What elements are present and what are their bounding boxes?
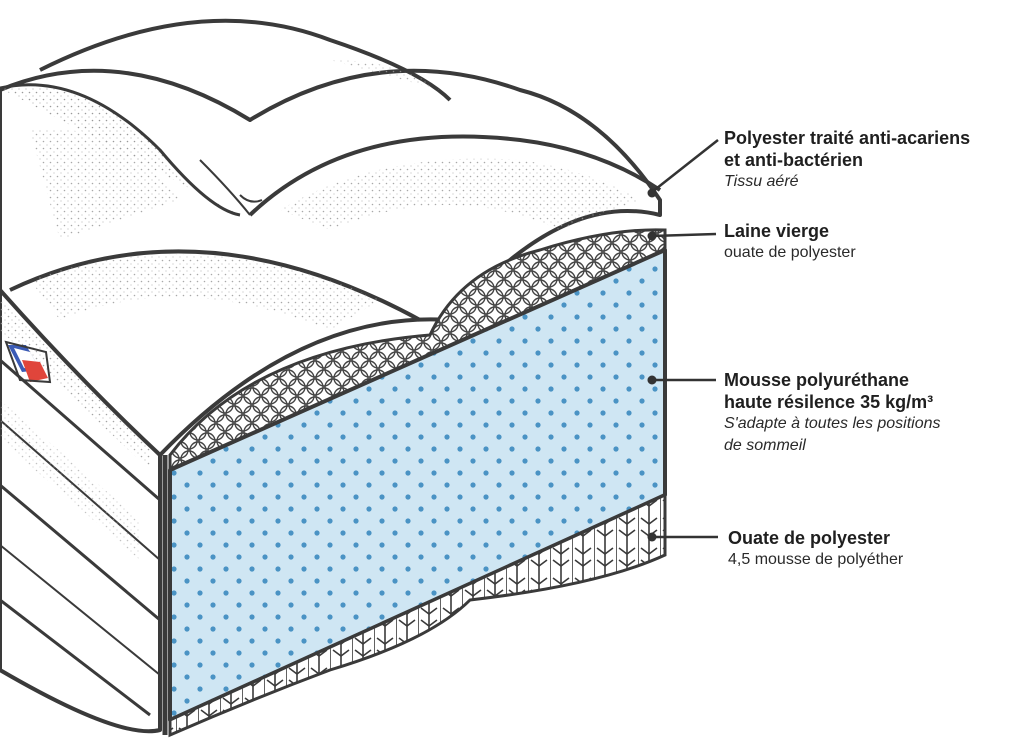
label-wool: Laine vierge ouate de polyester: [724, 220, 856, 264]
leader-dot-base: [647, 532, 657, 542]
leader-line-cover: [651, 139, 719, 193]
label-cover-title-1: Polyester traité anti-acariens: [724, 128, 971, 148]
label-base: Ouate de polyester 4,5 mousse de polyéth…: [728, 527, 903, 571]
base-layer: [168, 492, 667, 738]
label-foam-subtitle-1: S'adapte à toutes les positions: [724, 415, 941, 432]
label-cover: Polyester traité anti-acariens et anti-b…: [724, 127, 970, 193]
leader-dot-cover: [647, 188, 657, 198]
label-foam-title-2: haute résilence 35 kg/m³: [724, 392, 934, 412]
leader-dot-wool: [647, 231, 657, 241]
label-foam-title-1: Mousse polyuréthane: [724, 370, 910, 390]
label-wool-subtitle: ouate de polyester: [724, 244, 856, 261]
mattress-side-face: [0, 288, 162, 734]
label-foam: Mousse polyuréthane haute résilence 35 k…: [724, 369, 941, 457]
cover-layer: [0, 18, 662, 457]
label-cover-title-2: et anti-bactérien: [724, 150, 864, 170]
label-base-title: Ouate de polyester: [728, 528, 891, 548]
label-base-subtitle: 4,5 mousse de polyéther: [728, 551, 904, 568]
label-foam-subtitle-2: de sommeil: [724, 437, 806, 454]
leader-lines: [647, 139, 719, 542]
label-wool-title: Laine vierge: [724, 221, 830, 241]
leader-dot-foam: [647, 375, 657, 385]
leader-line-wool: [651, 232, 717, 238]
france-flag-tag: [4, 340, 52, 384]
label-cover-subtitle: Tissu aéré: [724, 173, 799, 190]
